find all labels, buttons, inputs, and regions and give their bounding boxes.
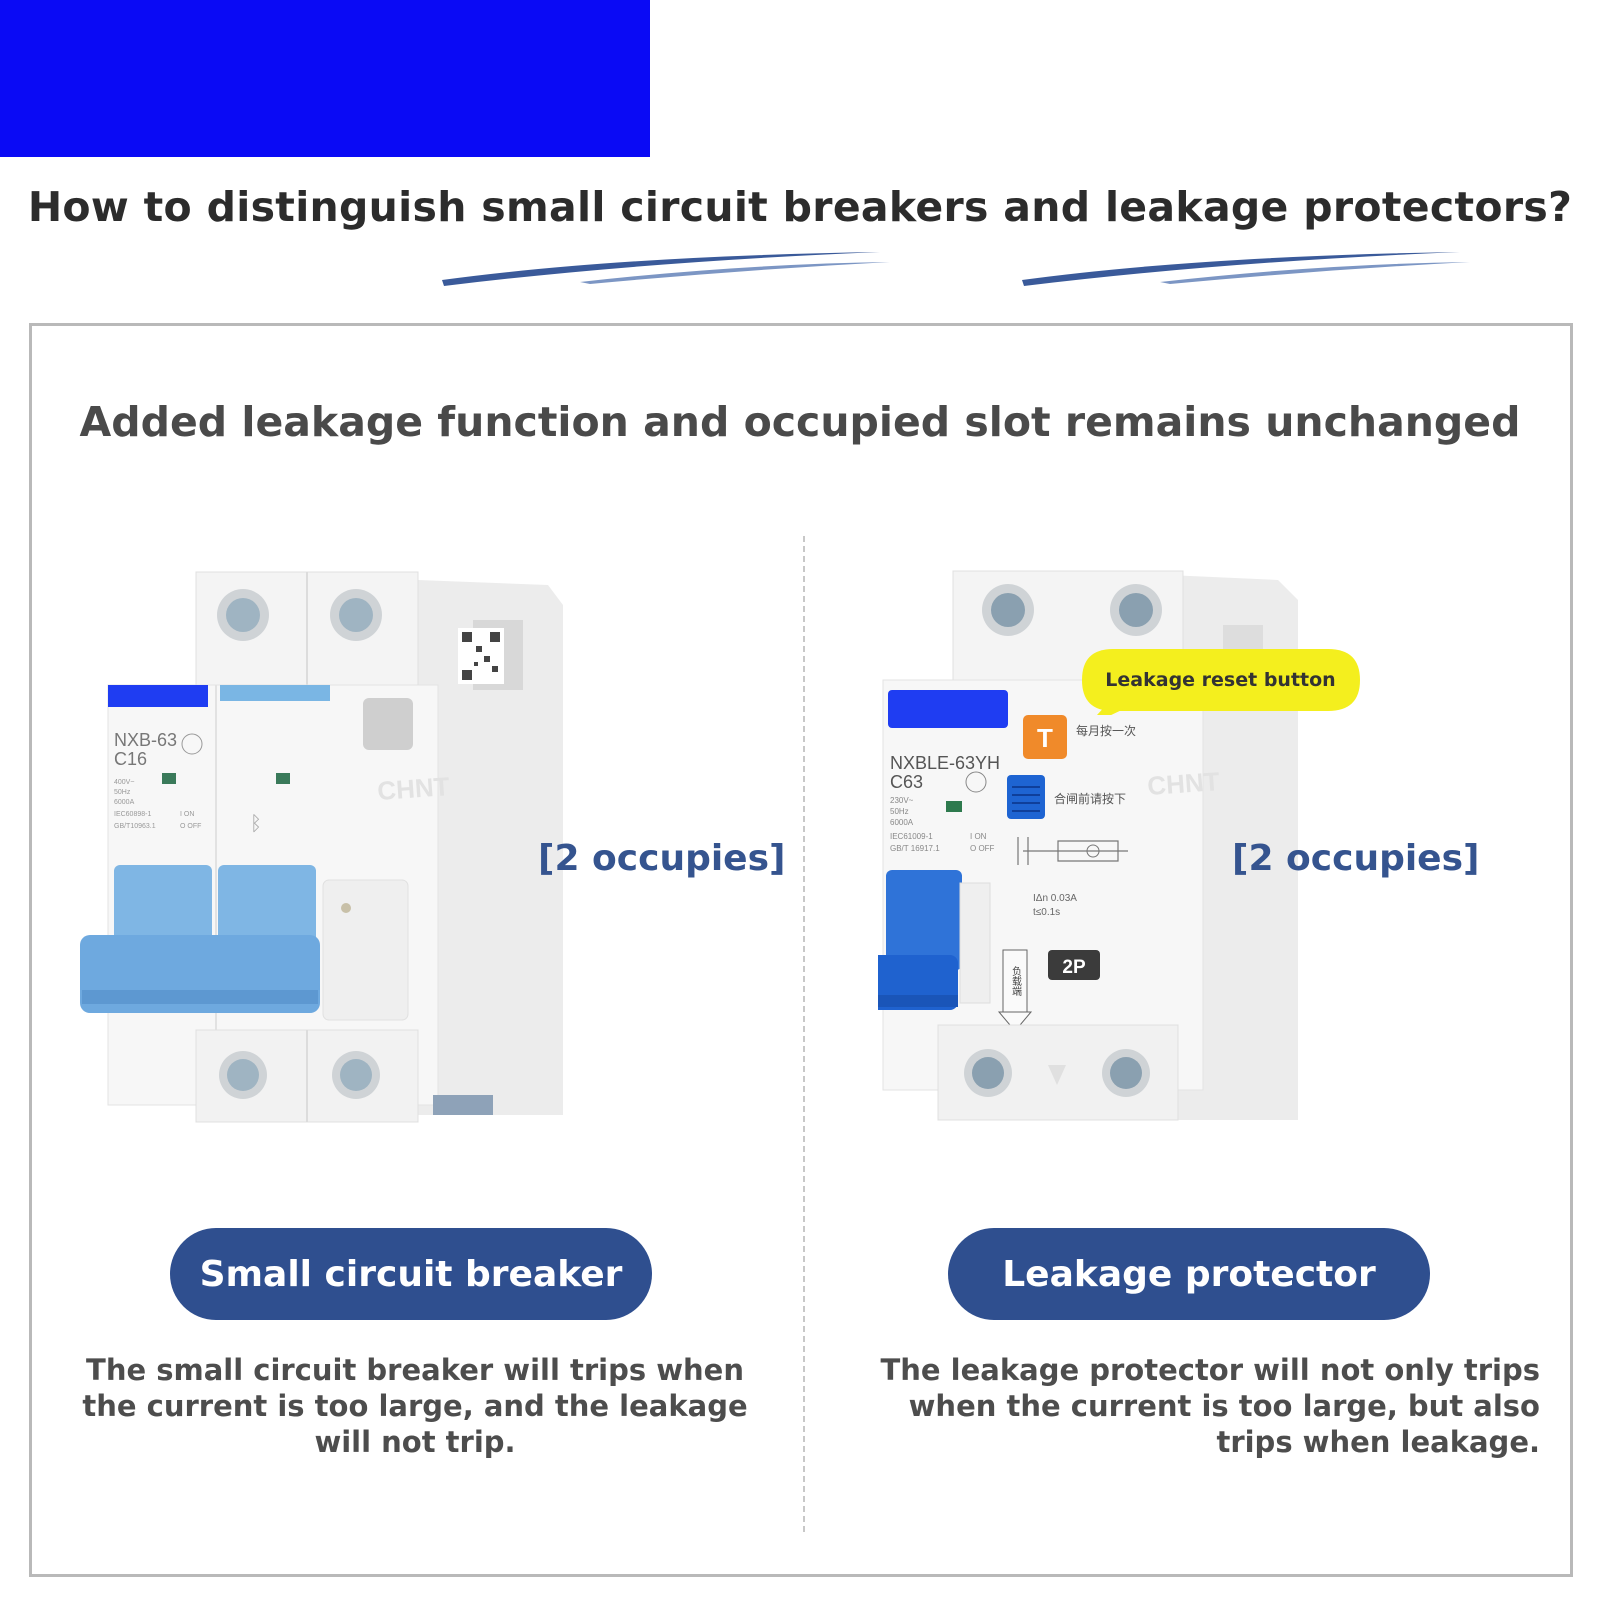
right-rating-text: C63 <box>890 772 923 792</box>
load-label: 负载端 <box>1010 965 1022 997</box>
left-rating-text: C16 <box>114 749 147 769</box>
leakage-current-text: IΔn 0.03A <box>1033 893 1077 904</box>
callout-label: Leakage reset button <box>1105 669 1336 691</box>
section-subtitle: Added leakage function and occupied slot… <box>79 398 1521 446</box>
left-spec-2: 50Hz <box>114 789 131 796</box>
leakage-time-text: t≤0.1s <box>1033 907 1060 918</box>
right-model-text: NXBLE-63YH <box>890 753 1000 773</box>
circuit-breaker-illustration: NXB-63 C16 400V~ 50Hz 6000A IEC60898-1 G… <box>80 571 563 1123</box>
left-brand-watermark: CHNT <box>376 771 450 806</box>
leakage-protector-description: The leakage protector will not only trip… <box>880 1353 1540 1459</box>
leakage-protector-illustration: N NXBLE-63YH C63 230V~ 50Hz 6000A IEC610… <box>878 570 1298 1121</box>
circuit-breaker-description: The small circuit breaker will trips whe… <box>82 1353 748 1459</box>
test-note-text: 每月按一次 <box>1076 723 1136 738</box>
leakage-protector-pill: Leakage protector <box>948 1228 1430 1320</box>
brand-patch-right <box>888 690 1008 728</box>
brand-patch-left <box>108 685 208 707</box>
left-spec-1: 400V~ <box>114 779 134 786</box>
left-off-text: O OFF <box>180 823 201 830</box>
page-title: How to distinguish small circuit breaker… <box>27 183 1573 231</box>
title-swoosh-left <box>442 252 890 286</box>
top-banner <box>0 0 650 157</box>
circuit-breaker-pill: Small circuit breaker <box>170 1228 652 1320</box>
poles-badge: 2P <box>1062 957 1086 978</box>
column-divider <box>803 536 805 1532</box>
left-occupies-label: [2 occupies] <box>538 838 786 879</box>
right-spec-4: IEC61009-1 <box>890 832 933 841</box>
right-spec-2: 50Hz <box>890 807 909 816</box>
left-model-text: NXB-63 <box>114 730 177 750</box>
svg-text:ᛒ: ᛒ <box>250 813 262 835</box>
right-occupies-label: [2 occupies] <box>1232 838 1480 879</box>
right-spec-5: GB/T 16917.1 <box>890 844 940 853</box>
left-spec-3: 6000A <box>114 799 135 806</box>
left-spec-5: GB/T10963.1 <box>114 823 156 830</box>
left-on-text: I ON <box>180 811 194 818</box>
right-on-text: I ON <box>970 832 987 841</box>
callout-bubble <box>1082 649 1360 715</box>
close-note-text: 合闸前请按下 <box>1054 791 1126 806</box>
left-spec-4: IEC60898-1 <box>114 811 151 818</box>
right-spec-3: 6000A <box>890 818 914 827</box>
test-button-illustration <box>1023 715 1067 759</box>
title-swoosh-right <box>1022 252 1470 286</box>
content-frame <box>29 323 1573 1577</box>
right-brand-watermark: CHNT <box>1146 766 1220 801</box>
right-off-text: O OFF <box>970 844 995 853</box>
test-button-letter: T <box>1037 723 1053 753</box>
right-spec-1: 230V~ <box>890 796 914 805</box>
